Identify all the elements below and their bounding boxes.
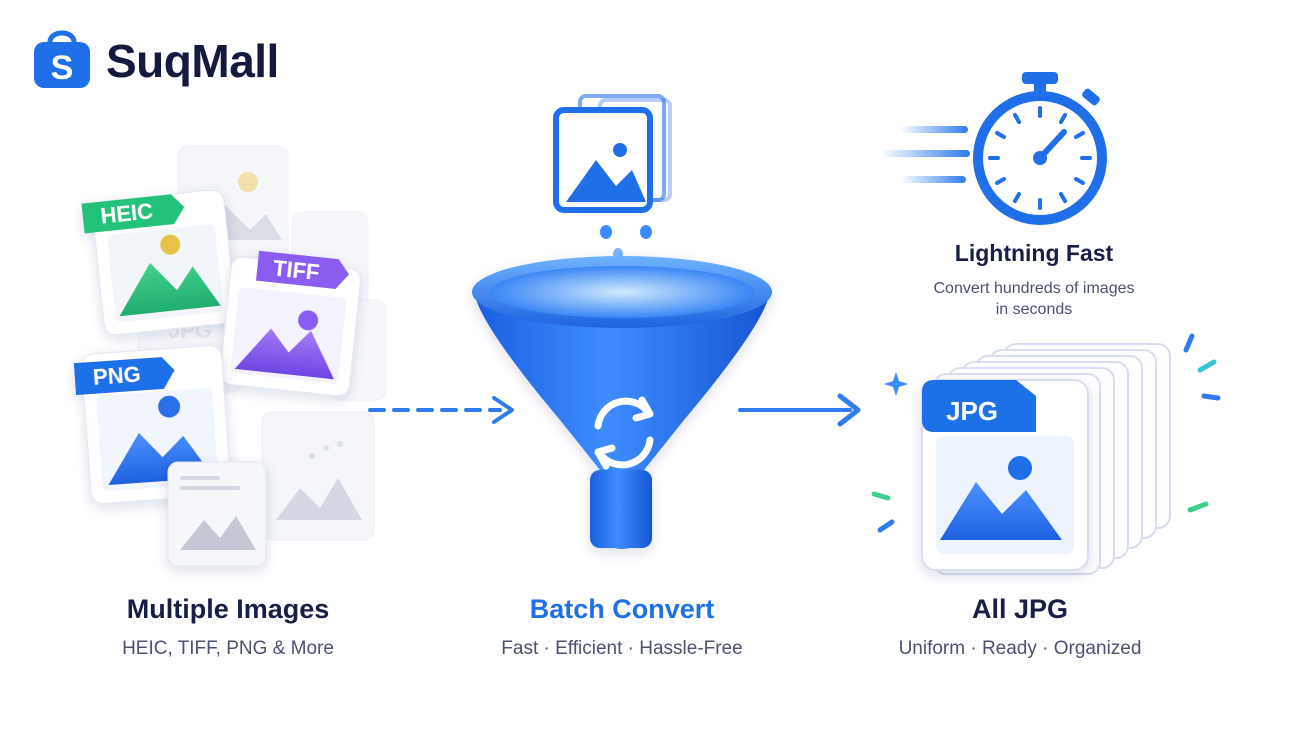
faded-document-bottom-right <box>261 411 375 541</box>
image-stack-icon <box>553 94 672 213</box>
heic-document: HEIC <box>81 189 237 336</box>
output-title: All JPG <box>971 594 1069 624</box>
jpg-document: JPG <box>921 379 1089 571</box>
funnel-icon <box>472 256 772 549</box>
output-subtitle: Uniform · Ready · Organized <box>898 638 1142 659</box>
brand-name: SuqMall <box>106 35 279 87</box>
accent-dashes <box>871 333 1221 533</box>
dashed-arrow-right-icon <box>368 396 514 424</box>
brand-logo[interactable]: S SuqMall <box>30 24 279 94</box>
heic-label: HEIC <box>99 198 154 228</box>
convert-subtitle: Fast · Efficient · Hassle-Free <box>501 638 743 659</box>
refresh-icon <box>594 396 654 470</box>
brand-icon-letter: S <box>51 49 74 87</box>
input-title: Multiple Images <box>126 594 330 624</box>
input-subtitle: HEIC, TIFF, PNG & More <box>122 638 334 659</box>
arrow-right-icon <box>738 393 861 427</box>
stopwatch-icon <box>973 72 1107 225</box>
speed-lines <box>880 126 970 183</box>
jpg-label: JPG <box>946 396 998 426</box>
tiff-label: TIFF <box>272 255 321 285</box>
speed-title: Lightning Fast <box>954 240 1114 266</box>
sparkle-icon <box>884 372 908 396</box>
speed-subtitle-line2: in seconds <box>995 301 1073 318</box>
png-label: PNG <box>92 362 141 390</box>
convert-title: Batch Convert <box>529 594 715 624</box>
small-gray-document <box>167 461 267 567</box>
shopping-bag-logo-icon: S <box>34 30 90 88</box>
tiff-document: TIFF <box>219 250 361 397</box>
speed-subtitle-line1: Convert hundreds of images <box>933 280 1135 297</box>
